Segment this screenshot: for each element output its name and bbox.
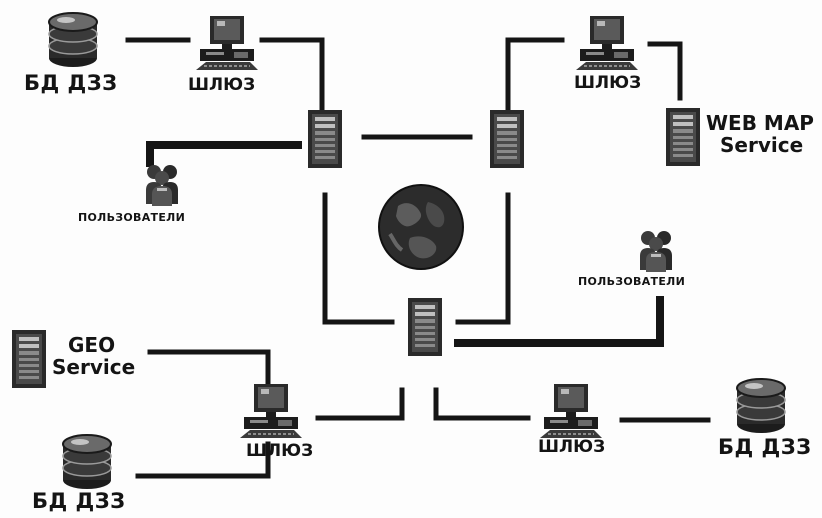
server-icon: [10, 328, 48, 390]
server-icon: [406, 296, 444, 358]
users-label-left: ПОЛЬЗОВАТЕЛИ: [78, 212, 185, 224]
gateway-label-bottom-right: ШЛЮЗ: [538, 438, 605, 457]
server-icon: [488, 108, 526, 170]
link-geo-to-gateway-bottomleft: [150, 352, 268, 382]
geo-service-line1: GEO: [52, 334, 135, 356]
gateway-label-top-right: ШЛЮЗ: [574, 74, 641, 93]
database-icon: [56, 432, 118, 490]
gateway-label-bottom-left: ШЛЮЗ: [246, 442, 313, 461]
geo-service-label: GEO Service: [52, 334, 135, 379]
web-map-service-label: WEB MAP Service: [706, 112, 814, 157]
database-icon: [42, 10, 104, 68]
users-icon: [140, 162, 184, 206]
workstation-icon: [538, 382, 604, 442]
database-icon: [730, 376, 792, 434]
db-label-top-left: БД ДЗЗ: [24, 72, 118, 96]
link-gateway-topright-to-webmap: [650, 44, 680, 98]
geo-service-line2: Service: [52, 356, 135, 378]
workstation-icon: [194, 14, 260, 74]
link-gateway-topleft-to-server-left: [262, 40, 322, 108]
workstation-icon: [238, 382, 304, 442]
db-label-bottom-left: БД ДЗЗ: [32, 490, 126, 514]
web-map-service-line1: WEB MAP: [706, 112, 814, 134]
server-icon: [306, 108, 344, 170]
link-server-right-to-gateway-topright: [508, 40, 562, 108]
link-server-left-to-users-left: [150, 145, 298, 163]
globe-icon: [376, 182, 466, 272]
users-label-right: ПОЛЬЗОВАТЕЛИ: [578, 276, 685, 288]
link-center-to-gateway-bottomright: [436, 390, 528, 418]
db-label-bottom-right: БД ДЗЗ: [718, 436, 812, 460]
workstation-icon: [574, 14, 640, 74]
gateway-label-top-left: ШЛЮЗ: [188, 76, 255, 95]
users-icon: [634, 228, 678, 272]
web-map-service-line2: Service: [706, 134, 814, 156]
link-gateway-bottomleft-to-center: [318, 390, 402, 418]
server-icon: [664, 106, 702, 168]
